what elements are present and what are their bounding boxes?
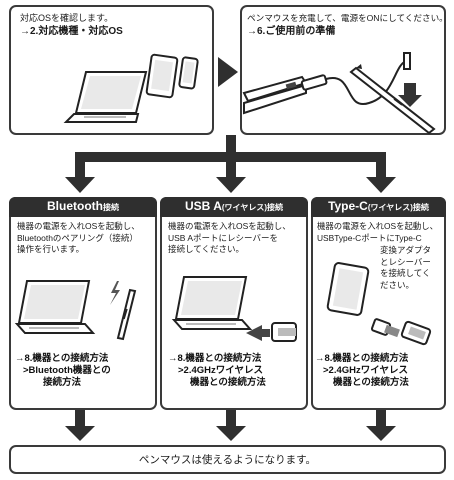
- bluetooth-desc-line: 機器の電源を入れOSを起動し、: [17, 221, 140, 231]
- step-os-check-link: →2.対応機種・対応OS: [20, 26, 123, 37]
- bluetooth-header: Bluetooth接続: [9, 197, 157, 217]
- step-os-check-text: 対応OSを確認します。: [20, 13, 114, 23]
- final-result-box: ペンマウスは使えるようになります。: [9, 445, 446, 474]
- type-c-note-line: 変換アダプタ: [380, 245, 432, 255]
- type-c-header: Type-C(ワイヤレス)接続: [311, 197, 446, 217]
- type-c-note-line: を接続してく: [380, 268, 431, 278]
- pen-mouse-charging-illustration: [242, 52, 436, 135]
- type-c-link-line: →8.機器との接続方法: [315, 353, 409, 364]
- step-os-check-box: 対応OSを確認します。 →2.対応機種・対応OS: [9, 5, 214, 135]
- type-c-description: 機器の電源を入れOSを起動し、 USBType-CポートにType-C: [317, 221, 438, 244]
- step-charge-link: →6.ご使用前の準備: [247, 26, 336, 37]
- tablet-icon: [145, 53, 179, 99]
- arrow-right-icon: [218, 57, 238, 87]
- type-c-link-line: 機器との接続方法: [333, 377, 409, 388]
- flow-connector-bottom: [65, 410, 396, 441]
- step-charge-box: ペンマウスを充電して、電源をONにしてください。 →6.ご使用前の準備: [240, 5, 448, 135]
- usb-a-link-line: →8.機器との接続方法: [168, 353, 262, 364]
- laptop-icon: [63, 71, 148, 123]
- usb-a-header: USB A(ワイヤレス)接続: [160, 197, 308, 217]
- usb-a-desc-line: USB Aポートにレシーバーを: [168, 232, 278, 243]
- final-result-text: ペンマウスは使えるようになります。: [138, 454, 317, 466]
- type-c-note-line: ださい。: [380, 279, 415, 290]
- usb-a-link: →8.機器との接続方法 >2.4GHzワイヤレス 機器との接続方法: [168, 353, 266, 389]
- bluetooth-link-line: >Bluetooth機器との: [23, 365, 111, 376]
- type-c-desc-line: USBType-CポートにType-C: [317, 232, 422, 243]
- usb-a-title-suffix: (ワイヤレス)接続: [221, 203, 283, 212]
- step-charge-text: ペンマウスを充電して、電源をONにしてください。: [247, 13, 448, 23]
- bluetooth-pairing-illustration: [14, 280, 137, 341]
- bluetooth-desc-line: 操作を行います。: [17, 244, 85, 254]
- usb-a-desc-line: 機器の電源を入れOSを起動し、: [168, 221, 291, 231]
- usb-a-column: USB A(ワイヤレス)接続 機器の電源を入れOSを起動し、 USB Aポートに…: [160, 197, 308, 410]
- bluetooth-column: Bluetooth接続 機器の電源を入れOSを起動し、 Bluetoothのペア…: [9, 197, 157, 410]
- flow-connector-top: [65, 135, 396, 193]
- bluetooth-description: 機器の電源を入れOSを起動し、 Bluetoothのペアリング（接続） 操作を行…: [17, 221, 140, 256]
- bluetooth-title: Bluetooth: [47, 199, 103, 213]
- type-c-link-line: >2.4GHzワイヤレス: [323, 365, 408, 376]
- usb-a-link-line: >2.4GHzワイヤレス: [178, 365, 263, 376]
- type-c-column: Type-C(ワイヤレス)接続 機器の電源を入れOSを起動し、 USBType-…: [311, 197, 446, 410]
- type-c-adapter-illustration: [326, 262, 432, 346]
- smartphone-icon: [178, 56, 199, 90]
- usb-a-receiver-illustration: [171, 276, 297, 342]
- bluetooth-title-suffix: 接続: [103, 203, 119, 212]
- bluetooth-link-line: 接続方法: [43, 377, 82, 388]
- bluetooth-link-line: →8.機器との接続方法: [15, 353, 109, 364]
- usb-a-link-line: 機器との接続方法: [190, 377, 266, 388]
- bluetooth-link: →8.機器との接続方法 >Bluetooth機器との 接続方法: [15, 353, 111, 389]
- usb-a-title: USB A: [185, 199, 222, 213]
- type-c-title-suffix: (ワイヤレス)接続: [367, 203, 429, 212]
- type-c-side-note: 変換アダプタ とレシーバー を接続してく ださい。: [380, 245, 431, 291]
- usb-a-description: 機器の電源を入れOSを起動し、 USB Aポートにレシーバーを 接続してください…: [168, 221, 291, 256]
- type-c-title: Type-C: [328, 199, 368, 213]
- type-c-link: →8.機器との接続方法 >2.4GHzワイヤレス 機器との接続方法: [315, 353, 409, 389]
- type-c-desc-line: 機器の電源を入れOSを起動し、: [317, 221, 438, 231]
- type-c-note-line: とレシーバー: [380, 256, 431, 267]
- bluetooth-desc-line: Bluetoothのペアリング（接続）: [17, 232, 138, 243]
- usb-a-desc-line: 接続してください。: [168, 244, 244, 254]
